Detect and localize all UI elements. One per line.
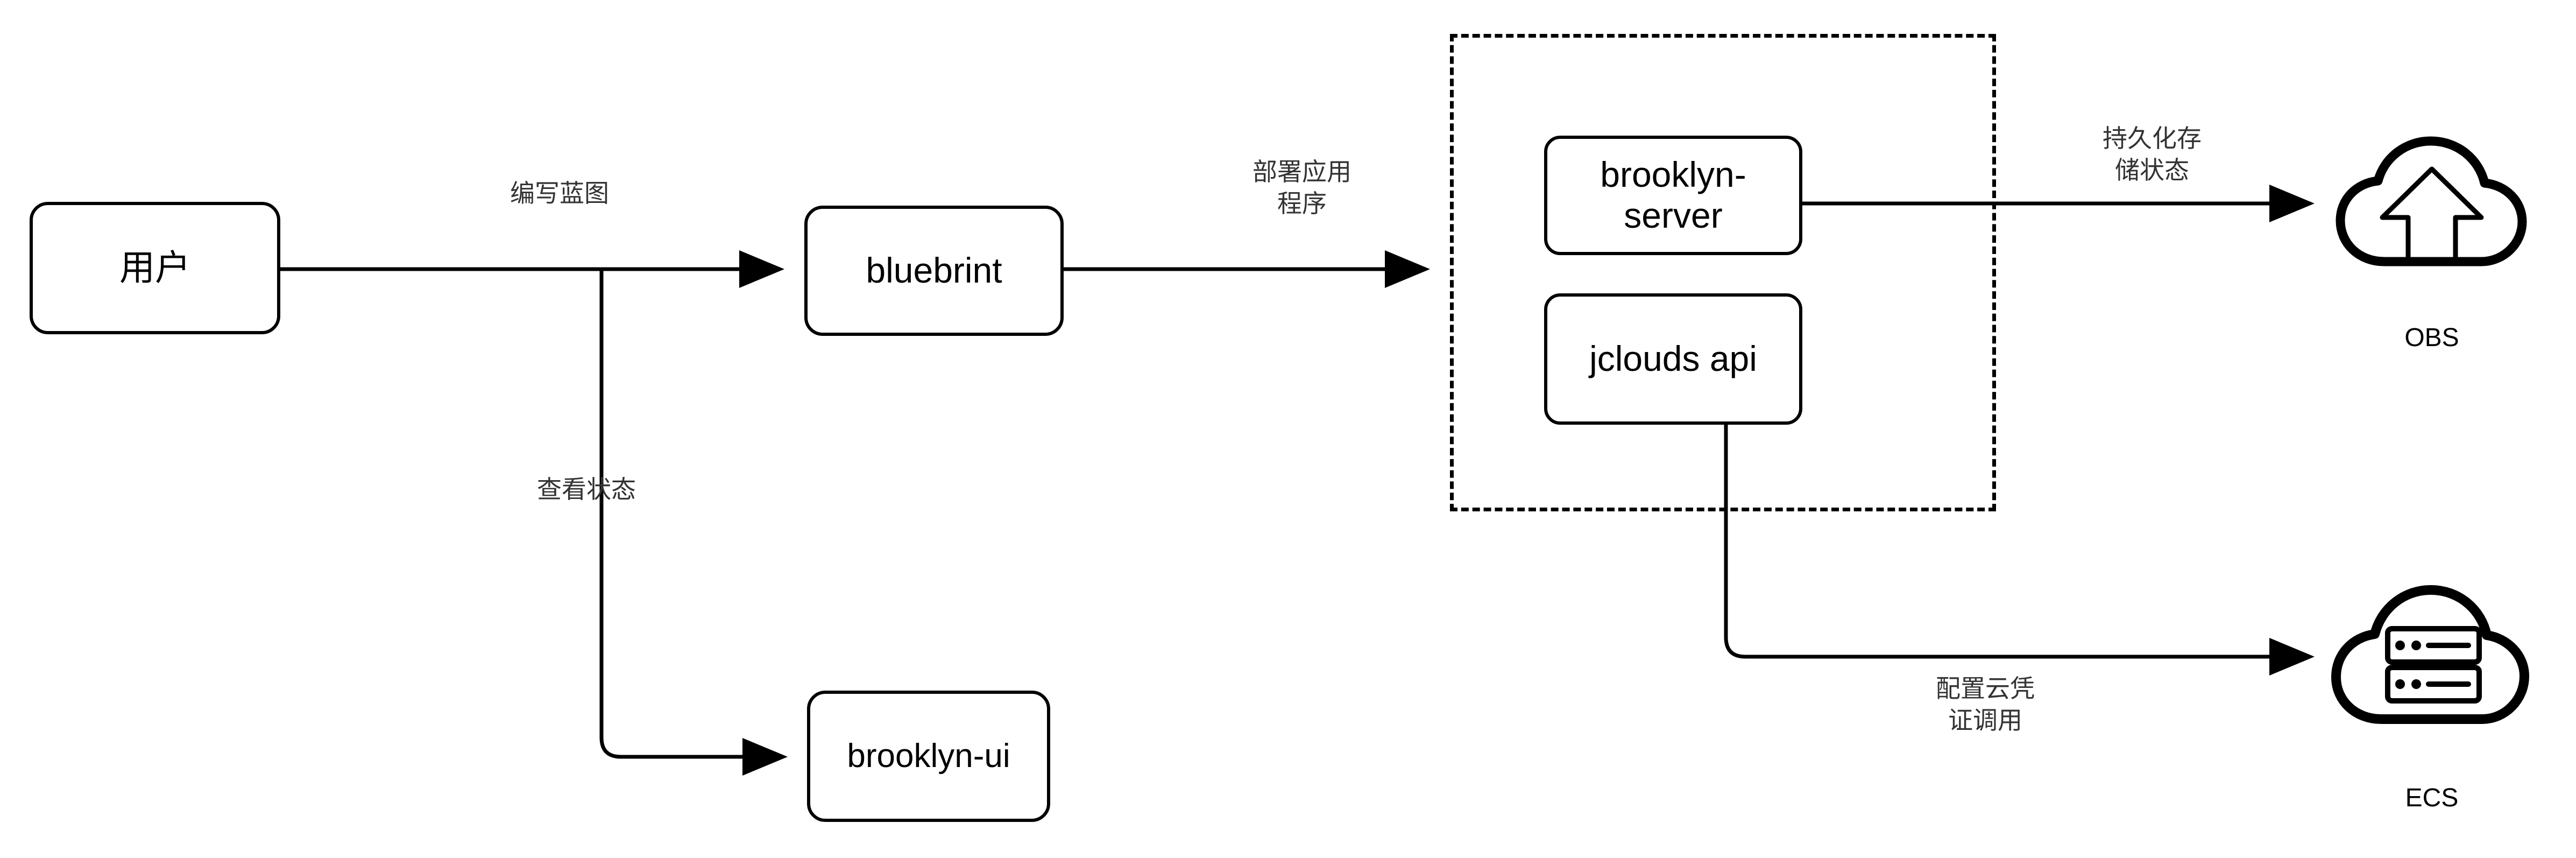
edge-label-view-status: 查看状态: [537, 475, 636, 503]
node-jclouds-api-label: jclouds api: [1589, 339, 1757, 379]
cloud-obs-caption: OBS: [2404, 323, 2459, 352]
node-brooklyn-server-label: brooklyn- server: [1600, 154, 1746, 235]
node-user[interactable]: 用户: [30, 202, 280, 334]
edge-user-to-brooklyn-ui: [599, 270, 788, 776]
cloud-server-icon[interactable]: [2330, 581, 2534, 732]
edge-label-deploy-application: 部署应用 程序: [1252, 158, 1351, 217]
edge-label-configure-cloud-credentials: 配置云凭 证调用: [1936, 674, 2035, 734]
edge-label-persist-state: 持久化存 储状态: [2103, 124, 2202, 184]
node-brooklyn-ui[interactable]: brooklyn-ui: [807, 691, 1050, 822]
edge-label-write-blueprint: 编写蓝图: [510, 179, 609, 207]
node-user-label: 用户: [119, 248, 190, 288]
node-bluebrint[interactable]: bluebrint: [804, 206, 1064, 336]
node-jclouds-api[interactable]: jclouds api: [1544, 293, 1802, 425]
node-brooklyn-server[interactable]: brooklyn- server: [1544, 136, 1802, 255]
cloud-ecs-caption: ECS: [2405, 784, 2459, 812]
node-brooklyn-ui-label: brooklyn-ui: [847, 737, 1010, 775]
node-bluebrint-label: bluebrint: [866, 250, 1002, 291]
cloud-upload-icon[interactable]: [2335, 135, 2529, 275]
brooklyn-group-container: [1450, 34, 1996, 511]
